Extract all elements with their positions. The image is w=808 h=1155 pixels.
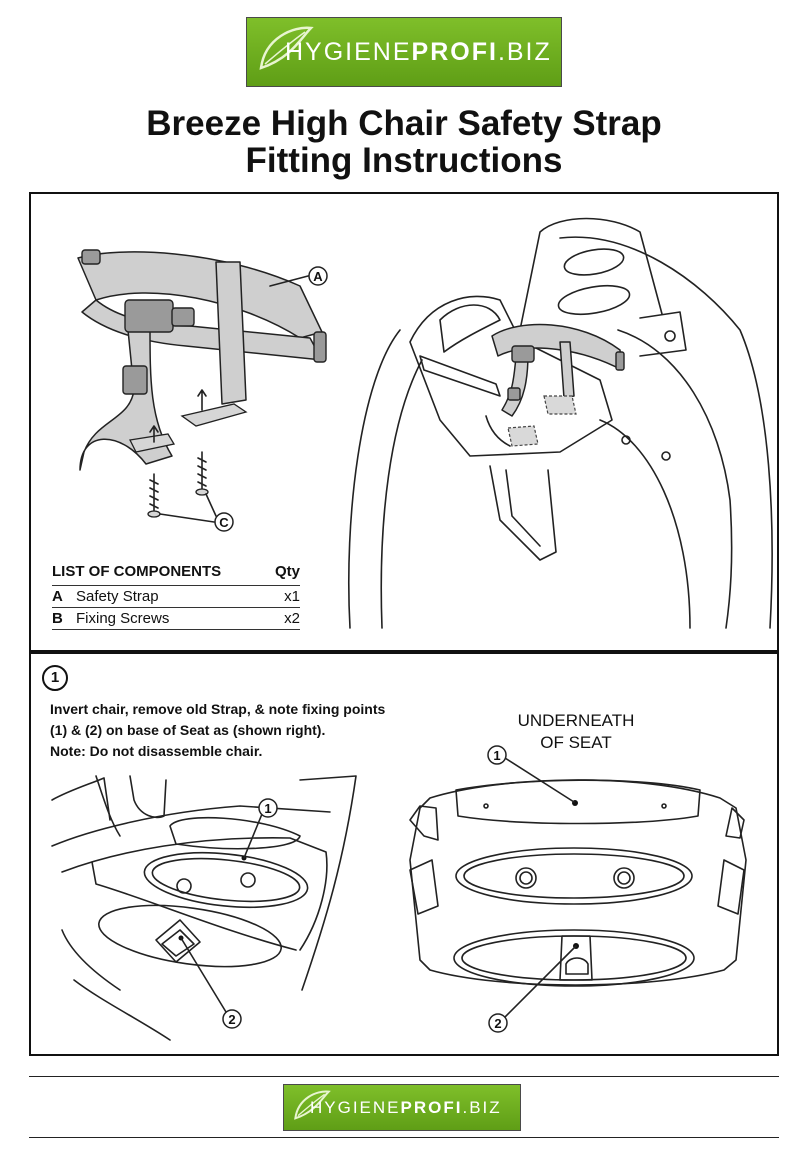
step-1-panel [29,652,779,1056]
component-qty: x2 [284,610,300,627]
table-row: A Safety Strap x1 [52,585,300,607]
components-table: LIST OF COMPONENTS Qty A Safety Strap x1… [52,563,300,630]
brand-logo: HYGIENEPROFI.BIZ [246,17,562,87]
component-name: Safety Strap [76,588,159,605]
underneath-label-line1: UNDERNEATH [517,711,635,730]
instruction-note: Note: Do not disassemble chair. [50,743,263,759]
components-heading: LIST OF COMPONENTS [52,563,222,580]
logo-text: HYGIENEPROFI.BIZ [285,37,552,66]
leaf-icon [259,26,314,70]
component-key: A [52,588,63,605]
footer-logo: HYGIENEPROFI.BIZ [283,1084,521,1131]
callout-1: 1 [493,748,500,763]
leaf-icon [294,1090,331,1120]
components-table-header: LIST OF COMPONENTS Qty [52,563,300,585]
callout-c: C [219,515,229,530]
component-qty: x1 [284,588,300,605]
callout-2: 2 [494,1016,501,1031]
component-key: B [52,610,63,627]
page-title: Breeze High Chair Safety Strap [146,104,662,143]
component-name: Fixing Screws [76,610,170,627]
callout-1: 1 [264,801,271,816]
callout-a: A [313,269,323,284]
instruction-line: Invert chair, remove old Strap, & note f… [50,701,386,717]
footer-divider [29,1076,779,1077]
callout-2: 2 [228,1012,235,1027]
table-row: B Fixing Screws x2 [52,607,300,630]
step-number-badge: 1 [42,665,68,691]
footer-divider [29,1137,779,1138]
underneath-label-line2: OF SEAT [540,733,612,752]
logo-text: HYGIENEPROFI.BIZ [310,1097,502,1117]
instruction-line: (1) & (2) on base of Seat as (shown righ… [50,722,326,738]
page-subtitle: Fitting Instructions [245,141,563,180]
qty-heading: Qty [274,563,300,580]
